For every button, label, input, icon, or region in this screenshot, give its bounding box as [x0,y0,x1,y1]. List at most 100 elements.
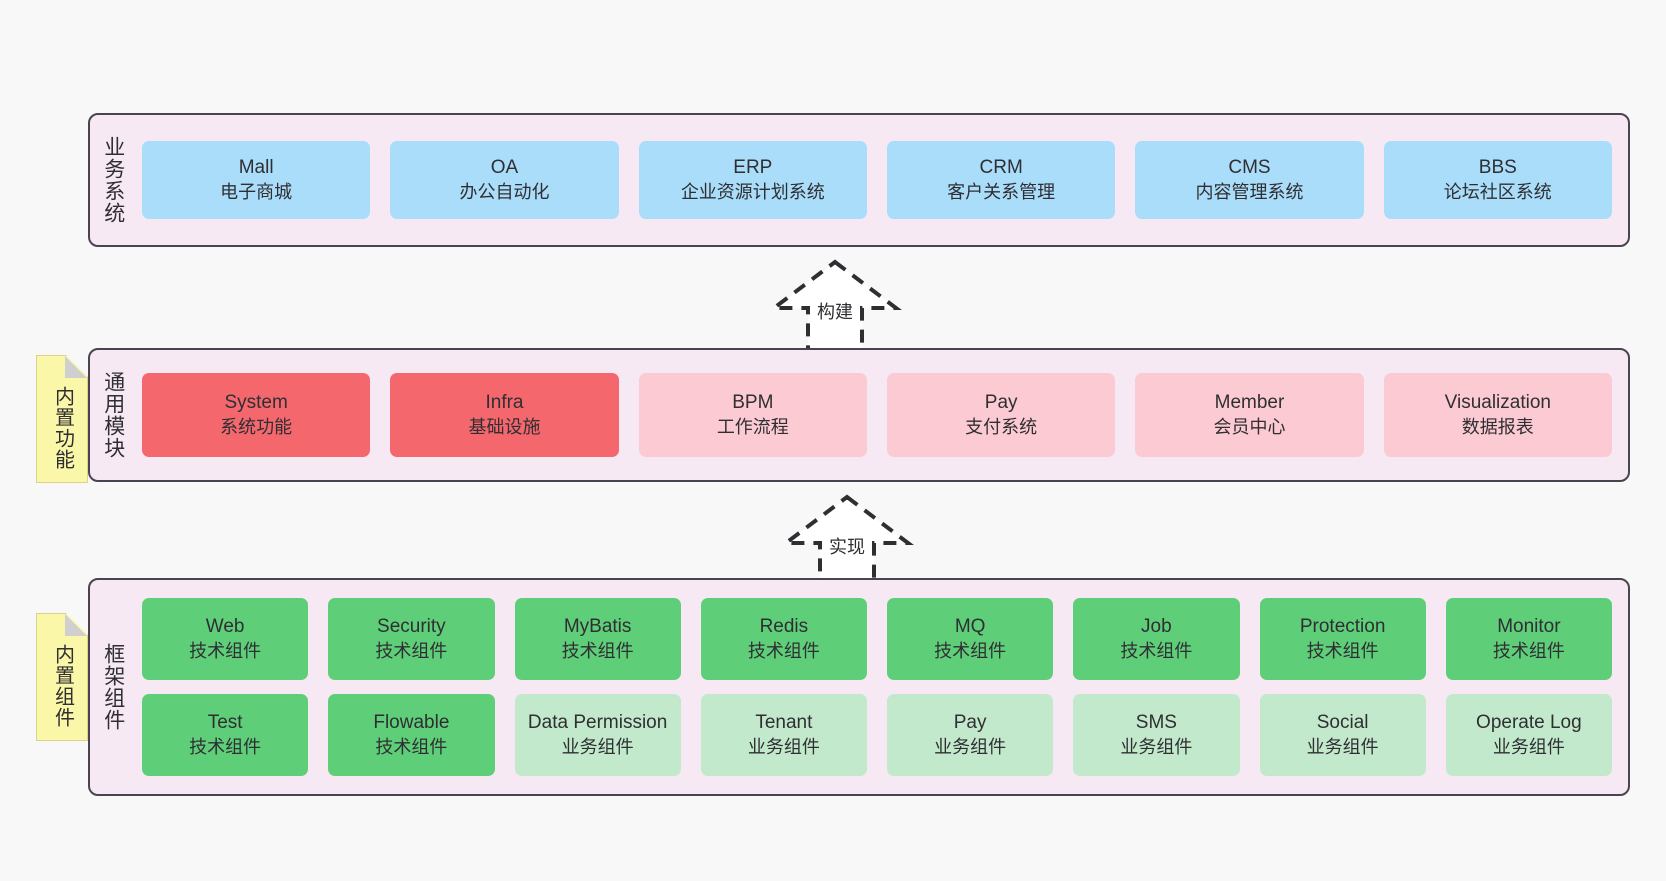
node-pay-component[interactable]: Pay 业务组件 [887,694,1054,776]
node-mybatis[interactable]: MyBatis 技术组件 [514,598,681,680]
node-cms-desc: 内容管理系统 [1195,181,1304,202]
layer-business-system[interactable]: 业务系统 Mall 电子商城 OA 办公自动化 ERP 企业资源计划系统 CRM [88,113,1630,247]
layer-framework-component[interactable]: 框架组件 Web 技术组件 Security 技术组件 MyBatis 技术组件… [88,578,1630,796]
node-redis-name: Redis [759,616,809,638]
node-protection[interactable]: Protection 技术组件 [1259,598,1426,680]
connector-build-shape [768,259,902,352]
node-data-permission-desc: 业务组件 [561,736,634,757]
node-bbs-name: BBS [1478,157,1517,179]
node-member-name: Member [1214,392,1285,414]
node-monitor-name: Monitor [1497,616,1561,638]
node-pay-module[interactable]: Pay 支付系统 [886,373,1116,457]
node-bpm-desc: 工作流程 [716,416,789,437]
framework-node-row-1: Web 技术组件 Security 技术组件 MyBatis 技术组件 Redi… [142,598,1612,680]
node-mq[interactable]: MQ 技术组件 [887,598,1054,680]
node-operate-log[interactable]: Operate Log 业务组件 [1445,694,1612,776]
node-pay-component-name: Pay [953,712,987,734]
node-mybatis-name: MyBatis [563,616,632,638]
business-node-row: Mall 电子商城 OA 办公自动化 ERP 企业资源计划系统 CRM 客户关系… [142,141,1612,219]
node-cms[interactable]: CMS 内容管理系统 [1135,141,1364,219]
node-erp[interactable]: ERP 企业资源计划系统 [638,141,867,219]
node-security[interactable]: Security 技术组件 [328,598,495,680]
node-bpm-name: BPM [732,392,774,414]
layer-common-module-body: System 系统功能 Infra 基础设施 BPM 工作流程 Pay 支付系统… [136,350,1628,480]
node-web-name: Web [205,616,245,638]
node-bbs[interactable]: BBS 论坛社区系统 [1383,141,1612,219]
node-member[interactable]: Member 会员中心 [1135,373,1364,457]
common-module-node-row: System 系统功能 Infra 基础设施 BPM 工作流程 Pay 支付系统… [142,373,1612,457]
node-social-desc: 业务组件 [1306,736,1379,757]
node-member-desc: 会员中心 [1213,416,1286,437]
node-mybatis-desc: 技术组件 [561,640,634,661]
note-builtin-component-fold [65,614,87,636]
node-social-name: Social [1316,712,1369,734]
node-crm-desc: 客户关系管理 [947,181,1056,202]
connector-implement-shape [780,494,914,587]
node-web-desc: 技术组件 [189,640,262,661]
layer-framework-component-body: Web 技术组件 Security 技术组件 MyBatis 技术组件 Redi… [136,580,1628,794]
node-sms[interactable]: SMS 业务组件 [1073,694,1240,776]
layer-business-system-body: Mall 电子商城 OA 办公自动化 ERP 企业资源计划系统 CRM 客户关系… [136,115,1628,245]
node-flowable-desc: 技术组件 [375,736,448,757]
node-erp-name: ERP [733,157,773,179]
node-pay-component-desc: 业务组件 [934,736,1007,757]
node-data-permission-name: Data Permission [527,712,668,734]
node-crm-name: CRM [979,157,1023,179]
node-oa-name: OA [490,157,519,179]
note-builtin-function-fold [65,356,87,378]
layer-common-module-title: 通用模块 [101,371,125,459]
node-mq-name: MQ [954,616,986,638]
node-social[interactable]: Social 业务组件 [1259,694,1426,776]
node-sms-desc: 业务组件 [1120,736,1193,757]
note-builtin-function-label: 内置功能 [51,386,74,470]
connector-implement: 实现 [772,493,922,589]
node-crm[interactable]: CRM 客户关系管理 [886,141,1116,219]
layer-common-module[interactable]: 通用模块 System 系统功能 Infra 基础设施 BPM 工作流程 Pay [88,348,1630,482]
node-redis[interactable]: Redis 技术组件 [700,598,867,680]
node-tenant-name: Tenant [755,712,813,734]
node-monitor-desc: 技术组件 [1492,640,1565,661]
node-test-name: Test [207,712,243,734]
node-monitor[interactable]: Monitor 技术组件 [1445,598,1612,680]
layer-framework-component-title: 框架组件 [101,643,125,731]
node-bpm[interactable]: BPM 工作流程 [638,373,867,457]
node-mq-desc: 技术组件 [934,640,1007,661]
node-mall-name: Mall [238,157,274,179]
node-pay-module-name: Pay [984,392,1018,414]
node-test[interactable]: Test 技术组件 [142,694,309,776]
note-builtin-component: 内置组件 [36,613,88,741]
node-job-desc: 技术组件 [1120,640,1193,661]
node-oa-desc: 办公自动化 [459,181,550,202]
node-tenant-desc: 业务组件 [747,736,820,757]
node-infra[interactable]: Infra 基础设施 [390,373,619,457]
node-mall[interactable]: Mall 电子商城 [142,141,371,219]
node-tenant[interactable]: Tenant 业务组件 [700,694,867,776]
node-data-permission[interactable]: Data Permission 业务组件 [514,694,681,776]
node-operate-log-desc: 业务组件 [1492,736,1565,757]
node-protection-name: Protection [1299,616,1386,638]
node-infra-desc: 基础设施 [468,416,541,437]
node-flowable-name: Flowable [373,712,450,734]
node-job[interactable]: Job 技术组件 [1073,598,1240,680]
node-oa[interactable]: OA 办公自动化 [390,141,619,219]
node-security-name: Security [377,616,446,638]
node-system[interactable]: System 系统功能 [142,373,371,457]
node-pay-module-desc: 支付系统 [965,416,1038,437]
node-bbs-desc: 论坛社区系统 [1443,181,1552,202]
layer-business-system-title: 业务系统 [101,136,125,224]
node-flowable[interactable]: Flowable 技术组件 [328,694,495,776]
node-security-desc: 技术组件 [375,640,448,661]
node-erp-desc: 企业资源计划系统 [680,181,825,202]
node-redis-desc: 技术组件 [747,640,820,661]
node-infra-name: Infra [485,392,524,414]
node-operate-log-name: Operate Log [1476,712,1582,734]
node-protection-desc: 技术组件 [1306,640,1379,661]
node-test-desc: 技术组件 [189,736,262,757]
connector-build: 构建 [760,258,910,354]
node-visualization[interactable]: Visualization 数据报表 [1383,373,1612,457]
node-visualization-desc: 数据报表 [1461,416,1534,437]
node-sms-name: SMS [1135,712,1177,734]
node-web[interactable]: Web 技术组件 [142,598,309,680]
note-builtin-component-label: 内置组件 [51,644,74,728]
